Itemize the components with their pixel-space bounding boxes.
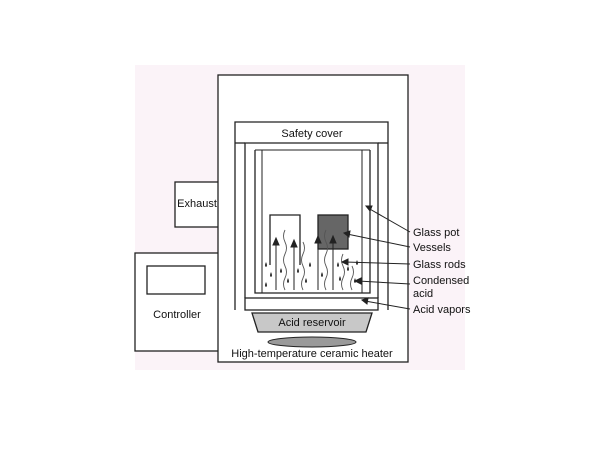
- glass-rods-label: Glass rods: [413, 259, 466, 271]
- callout-leaders: [340, 205, 411, 310]
- acid-vapors-label: Acid vapors: [413, 304, 471, 316]
- condensed-acid-label-line2: acid: [413, 288, 433, 300]
- vessel-open: [269, 214, 301, 265]
- glass-rods: [272, 234, 337, 290]
- controller-display: [146, 265, 206, 295]
- glass-pot-label: Glass pot: [413, 227, 459, 239]
- glass-pot: [254, 150, 371, 294]
- acid-reservoir: [251, 312, 373, 333]
- controller-label: Controller: [153, 309, 201, 321]
- base-plate: [244, 297, 379, 311]
- vapor-wisps: [283, 229, 354, 291]
- vessels-label: Vessels: [413, 242, 451, 254]
- condensed-acid-label-line1: Condensed: [413, 275, 469, 287]
- exhaust-box: [174, 181, 221, 228]
- exhaust-label: Exhaust: [177, 198, 217, 210]
- heater-disk: [267, 336, 357, 348]
- heater-label: High-temperature ceramic heater: [231, 348, 393, 360]
- acid-reservoir-label: Acid reservoir: [278, 317, 346, 329]
- safety-cover-label: Safety cover: [281, 128, 342, 140]
- safety-cover: [234, 121, 389, 310]
- safety-cover-inner: [244, 142, 379, 298]
